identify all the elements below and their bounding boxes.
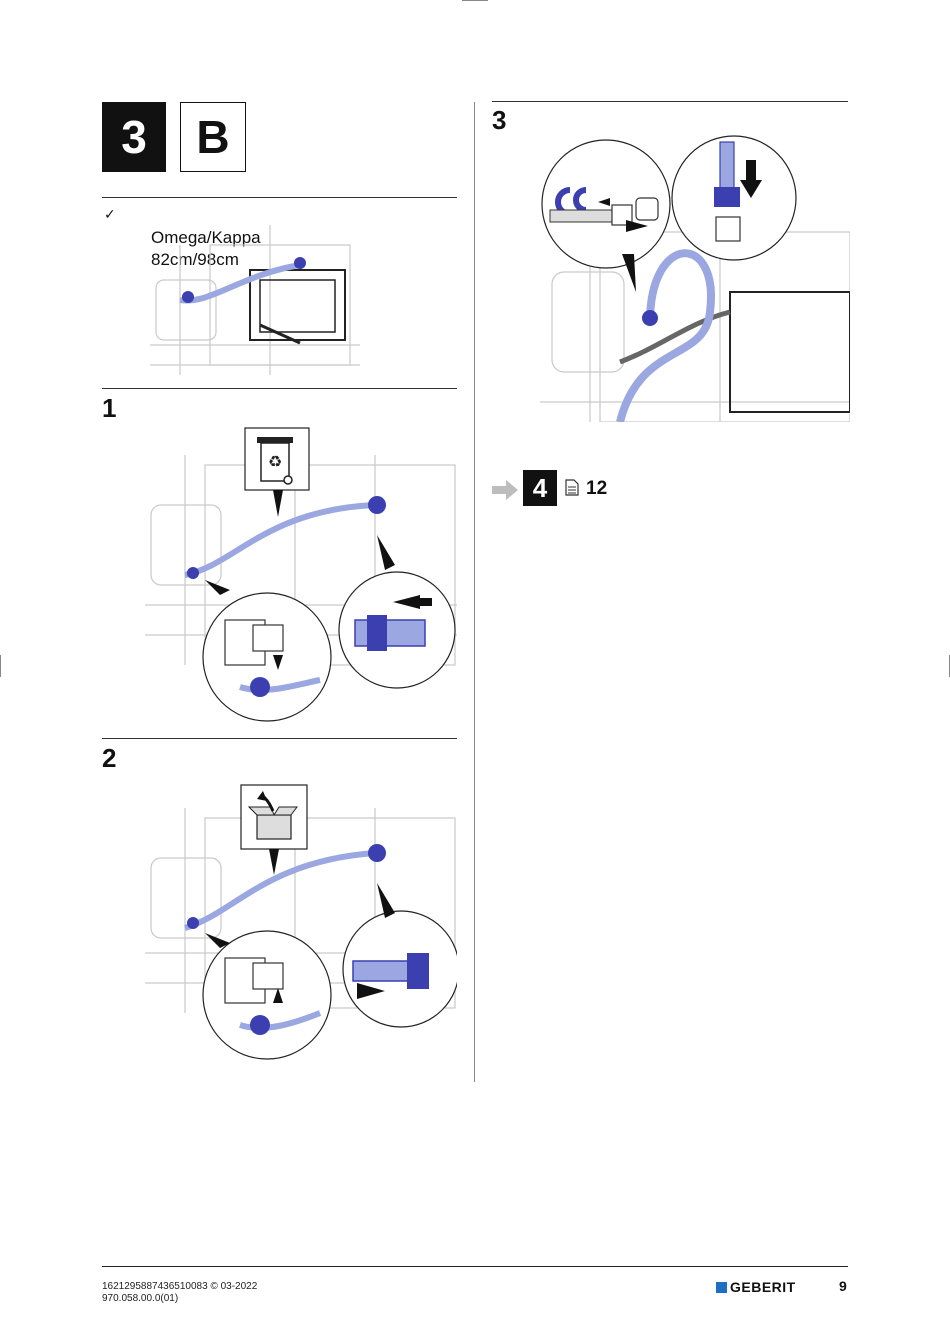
page-number: 9 xyxy=(839,1278,847,1294)
crop-mark-top xyxy=(462,0,488,1)
divider-before-step-3 xyxy=(492,101,848,102)
step-3-illustration xyxy=(540,135,850,422)
section-number-badge: 3 xyxy=(102,102,166,172)
section-number: 3 xyxy=(121,111,147,163)
variant-letter: B xyxy=(196,111,230,163)
step-1-number: 1 xyxy=(102,393,117,423)
variant-letter-badge: B xyxy=(180,102,246,172)
footer-divider xyxy=(102,1266,848,1267)
crop-mark-left xyxy=(0,655,1,677)
header-divider xyxy=(102,197,457,198)
reference-page-number[interactable]: 12 xyxy=(586,478,608,499)
divider-before-step-2 xyxy=(102,738,457,739)
cistern-overview-illustration xyxy=(150,225,360,375)
step-3-number: 3 xyxy=(492,105,507,135)
document-icon xyxy=(565,479,579,501)
column-divider xyxy=(474,102,475,1082)
product-name: Omega/Kappa xyxy=(151,228,261,247)
product-size: 82cm/98cm xyxy=(151,250,239,269)
step-1-illustration: ♻ xyxy=(145,427,457,722)
logo-square-icon xyxy=(716,1281,727,1293)
document-code: 1621295887436510083 © 03-2022 xyxy=(102,1281,258,1292)
divider-before-step-1 xyxy=(102,388,457,389)
brand-name: GEBERIT xyxy=(730,1279,796,1295)
arrow-right-icon xyxy=(492,480,518,505)
step-2-illustration xyxy=(145,784,457,1060)
recycle-bin-icon: ♻ xyxy=(244,427,310,517)
open-box-icon xyxy=(240,784,308,875)
step-2-number: 2 xyxy=(102,743,117,773)
next-section-number: 4 xyxy=(532,472,548,503)
article-number: 970.058.00.0(01) xyxy=(102,1293,179,1304)
svg-text:♻: ♻ xyxy=(268,454,282,471)
geberit-logo: GEBERIT xyxy=(716,1279,796,1295)
next-section-badge[interactable]: 4 xyxy=(523,470,557,506)
check-mark: ✓ xyxy=(104,206,116,222)
